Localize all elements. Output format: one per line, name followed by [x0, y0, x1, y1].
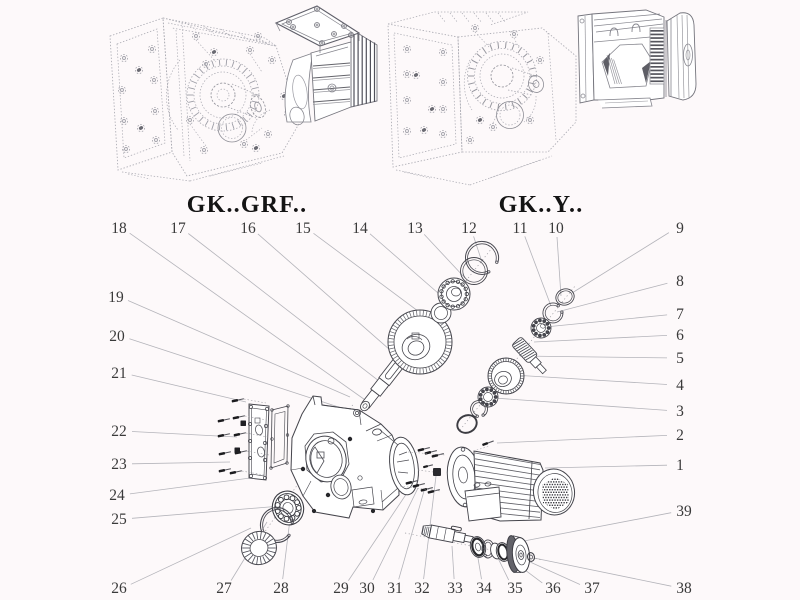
svg-text:37: 37	[584, 580, 600, 597]
svg-text:25: 25	[111, 511, 127, 528]
svg-text:GK..GRF..: GK..GRF..	[187, 192, 308, 218]
svg-text:23: 23	[111, 456, 127, 473]
svg-text:18: 18	[111, 220, 127, 237]
svg-text:7: 7	[676, 306, 684, 323]
svg-text:34: 34	[476, 580, 492, 597]
svg-text:38: 38	[676, 580, 692, 597]
svg-text:39: 39	[676, 503, 692, 520]
svg-text:9: 9	[676, 220, 684, 237]
svg-text:19: 19	[108, 289, 124, 306]
svg-text:14: 14	[352, 220, 368, 237]
svg-text:10: 10	[548, 220, 564, 237]
svg-text:26: 26	[111, 580, 127, 597]
svg-text:3: 3	[676, 403, 684, 420]
svg-text:32: 32	[414, 580, 430, 597]
svg-text:24: 24	[109, 487, 125, 504]
svg-text:31: 31	[387, 580, 403, 597]
svg-text:17: 17	[170, 220, 186, 237]
svg-text:13: 13	[407, 220, 423, 237]
svg-text:16: 16	[240, 220, 256, 237]
svg-text:2: 2	[676, 427, 684, 444]
svg-text:35: 35	[507, 580, 523, 597]
svg-text:4: 4	[676, 377, 684, 394]
svg-text:1: 1	[676, 457, 684, 474]
svg-text:20: 20	[109, 328, 125, 345]
svg-text:21: 21	[111, 365, 127, 382]
svg-text:36: 36	[545, 580, 561, 597]
svg-text:29: 29	[333, 580, 349, 597]
svg-text:GK..Y..: GK..Y..	[499, 192, 584, 218]
svg-text:33: 33	[447, 580, 463, 597]
svg-text:8: 8	[676, 273, 684, 290]
svg-text:27: 27	[216, 580, 232, 597]
svg-text:12: 12	[461, 220, 477, 237]
svg-text:11: 11	[513, 220, 528, 237]
svg-text:28: 28	[273, 580, 289, 597]
svg-text:30: 30	[359, 580, 375, 597]
svg-text:15: 15	[295, 220, 311, 237]
svg-text:22: 22	[111, 423, 127, 440]
svg-text:5: 5	[676, 350, 684, 367]
svg-text:6: 6	[676, 327, 684, 344]
